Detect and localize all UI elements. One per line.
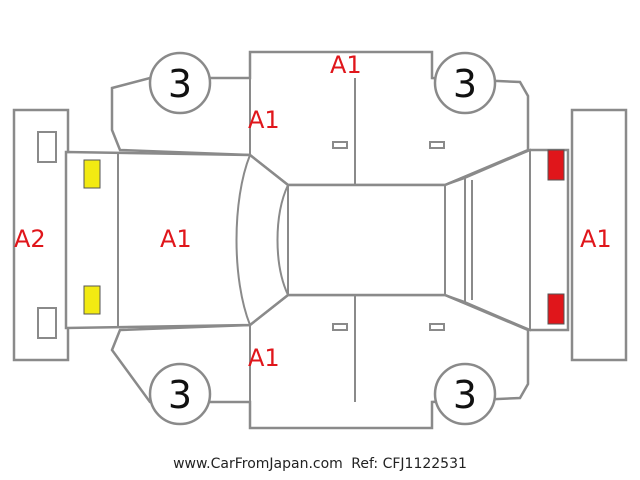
grade-rear-left-door: A1 xyxy=(248,344,280,372)
tire-grade-top-left: 3 xyxy=(168,62,192,106)
wheel-bottom-left: 3 xyxy=(148,362,212,426)
car-body-top-view xyxy=(64,148,570,332)
footer-credit: www.CarFromJapan.com Ref: CFJ1122531 xyxy=(0,456,640,472)
tire-grade-bottom-left: 3 xyxy=(168,373,192,417)
grade-front-left-door: A1 xyxy=(248,106,280,134)
taillamp-bottom xyxy=(547,293,565,325)
wheel-top-right: 3 xyxy=(433,51,497,115)
footer-site: www.CarFromJapan.com xyxy=(173,456,343,472)
tire-grade-top-right: 3 xyxy=(453,62,477,106)
grade-front-bumper: A2 xyxy=(14,225,46,253)
grade-bonnet: A1 xyxy=(160,225,192,253)
taillamp-top xyxy=(547,149,565,181)
headlamp-bottom xyxy=(83,285,101,315)
top-side-panel xyxy=(110,50,530,187)
footer-ref: Ref: CFJ1122531 xyxy=(351,456,467,472)
grade-roof-panel: A1 xyxy=(330,51,362,79)
wheel-bottom-right: 3 xyxy=(433,362,497,426)
headlamp-top xyxy=(83,159,101,189)
wheel-top-left: 3 xyxy=(148,51,212,115)
tire-grade-bottom-right: 3 xyxy=(453,373,477,417)
rear-bumper xyxy=(570,108,628,362)
front-bumper xyxy=(12,108,70,362)
grade-rear-bumper: A1 xyxy=(580,225,612,253)
